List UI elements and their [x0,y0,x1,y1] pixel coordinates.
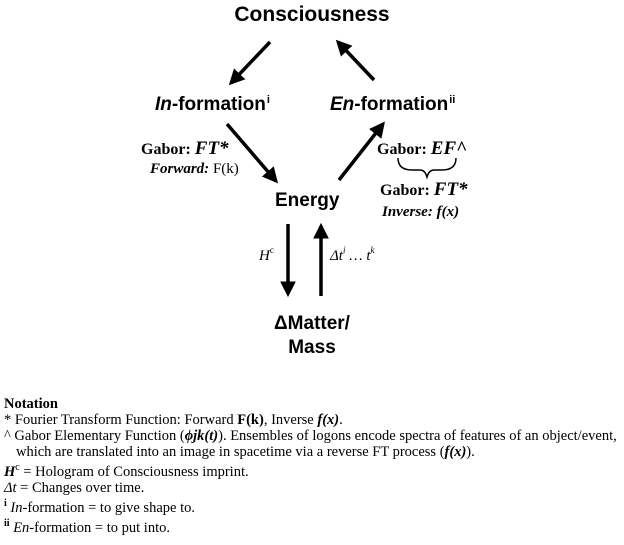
notation-l2-e: ). [466,444,475,460]
label-gabor-ft-left: Gabor: FT* [141,138,229,160]
enformation-rest: -formation [354,94,449,115]
gabor-brace [397,157,457,180]
gabor-left-prefix: Gabor: [141,141,195,158]
notation-l4-b: = Changes over time. [16,480,145,496]
gabor-left-fn: FT* [194,138,229,159]
notation-section: Notation * Fourier Transform Function: F… [4,396,620,536]
label-gabor-ft-right: Gabor: FT* [380,179,468,201]
node-information: In-formationi [155,94,270,116]
diagram: Consciousness In-formationi En-formation… [0,3,624,360]
forward-fn: F(k) [212,161,239,177]
label-gabor-ef: Gabor: EF^ [377,138,467,160]
enformation-superscript: ii [449,94,456,106]
notation-line-delta-t: Δt = Changes over time. [4,480,620,496]
dt-mid: … t [345,248,371,264]
notation-l6-b: En [9,520,30,536]
enformation-prefix: En [330,94,355,115]
notation-l5-c: -formation = to give shape to. [22,500,195,516]
notation-l2-d: f(x) [444,444,467,460]
node-enformation: En-formationii [330,94,455,116]
notation-l6-a: ii [4,518,10,529]
notation-l1-a: * Fourier Transform Function: Forward [4,412,238,428]
notation-l3-a: H [4,464,16,480]
arrows-layer [225,39,457,298]
notation-line-fourier: * Fourier Transform Function: Forward F(… [4,412,620,428]
notation-l2-a: ^ Gabor Elementary Function ( [4,428,185,444]
dt-base: Δt [330,248,343,264]
label-inverse: Inverse: f(x) [382,204,460,220]
forward-prefix: Forward: [150,161,213,177]
node-matter-mass: ΔMatter/ Mass [0,312,624,360]
notation-line-gabor: ^ Gabor Elementary Function (ϕjk(t)). En… [4,428,620,460]
notation-title: Notation [4,396,58,412]
dt-superscript-i: i [342,245,346,255]
arrow-information-to-energy [225,122,279,184]
information-prefix: In [155,94,172,115]
gabor-right-bottom-fn: FT* [433,179,468,200]
notation-l1-e: . [339,412,343,428]
notation-l3-c: = Hologram of Consciousness imprint. [19,464,249,480]
notation-line-information: i In-formation = to give shape to. [4,496,620,516]
notation-line-hologram: Hc = Hologram of Consciousness imprint. [4,460,620,480]
label-hologram-hc: Hc [259,245,274,265]
matter-line1: ΔMatter/ [274,313,350,334]
notation-l4-a: Δt [4,480,17,496]
notation-l6-c: -formation = to put into. [29,520,170,536]
hc-base: H [259,248,270,264]
label-forward: Forward: F(k) [150,161,239,178]
information-rest: -formation [171,94,266,115]
notation-l1-b: F(k) [237,412,264,428]
gabor-right-top-fn: EF^ [430,138,467,159]
notation-l5-b: In [6,500,23,516]
arrow-energy-to-enformation [337,121,385,182]
hc-superscript: c [269,245,274,255]
node-energy: Energy [275,190,340,211]
information-superscript: i [266,94,270,106]
notation-l2-c: ). Ensembles of logons encode spectra of… [16,428,617,460]
notation-l3-b: c [15,462,20,473]
notation-l2-b: ϕjk(t) [184,428,219,444]
arrow-enformation-to-consciousness [335,39,376,82]
matter-line2: Mass [288,337,336,358]
arrow-consciousness-to-information [228,40,272,86]
notation-l5-a: i [4,498,7,509]
notation-l1-c: , Inverse [263,412,318,428]
gabor-right-top-prefix: Gabor: [377,141,431,158]
label-delta-t: Δti … tk [330,245,375,265]
notation-line-enformation: ii En-formation = to put into. [4,516,620,536]
notation-l1-d: f(x) [317,412,340,428]
node-consciousness: Consciousness [234,3,390,26]
dt-superscript-k: k [370,245,375,255]
gabor-right-bottom-prefix: Gabor: [380,182,434,199]
